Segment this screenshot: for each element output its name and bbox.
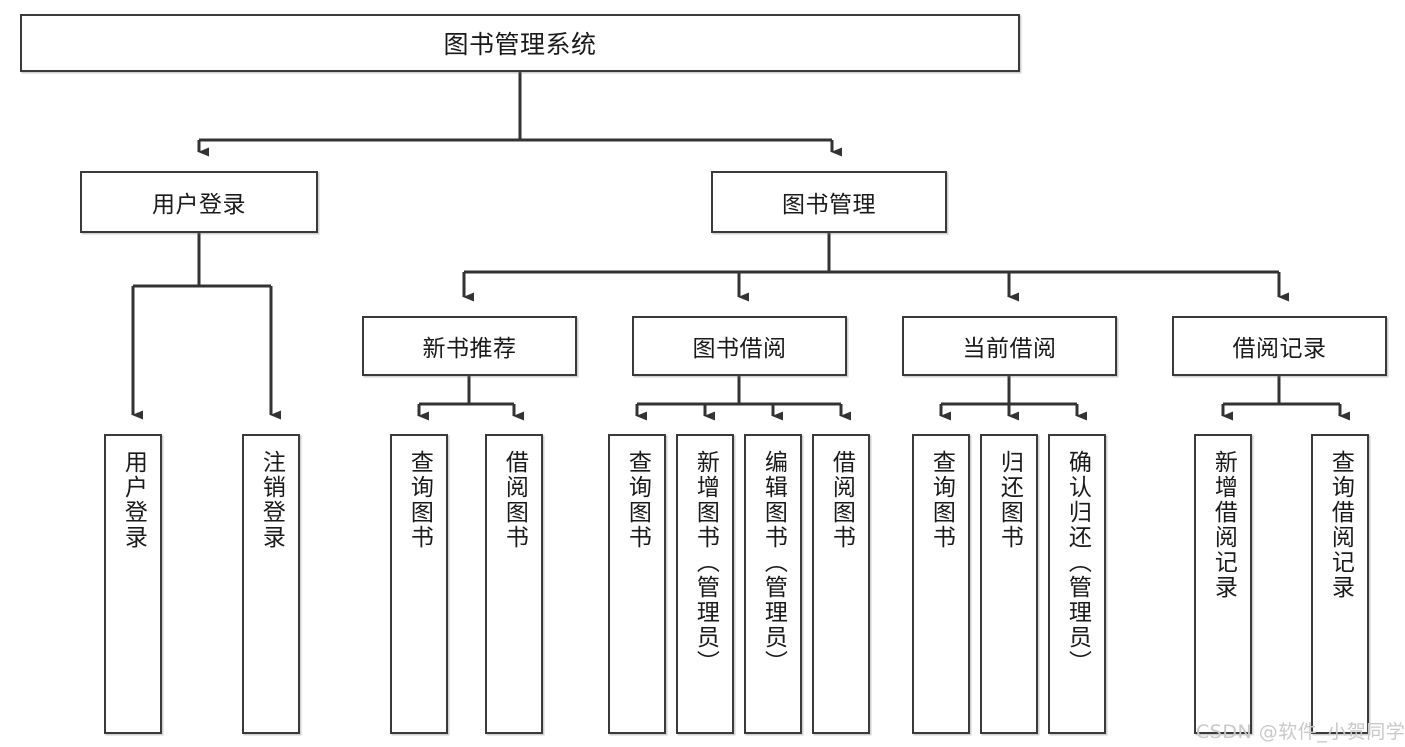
node-borrow-record[interactable]: 借阅记录 [1172, 316, 1387, 376]
leaf-query-record-label: 查询借阅记录 [1327, 450, 1354, 600]
leaf-user-login[interactable]: 用户登录 [104, 434, 162, 734]
leaf-query-book-2-label: 查询图书 [624, 450, 651, 550]
node-new-book-recommend-label: 新书推荐 [422, 336, 517, 362]
node-book-management-label: 图书管理 [782, 192, 876, 218]
leaf-borrow-book-2[interactable]: 借阅图书 [812, 434, 870, 734]
leaf-return-book[interactable]: 归还图书 [980, 434, 1038, 734]
leaf-borrow-book-1[interactable]: 借阅图书 [485, 434, 543, 734]
leaf-add-book-label: 新增图书（管理员） [692, 450, 719, 675]
node-user-login-label: 用户登录 [152, 192, 246, 218]
leaf-edit-book-label: 编辑图书（管理员） [760, 450, 787, 675]
leaf-logout-label: 注销登录 [258, 450, 285, 550]
csdn-watermark: CSDN @软件_小贺同学 [1196, 721, 1405, 743]
leaf-borrow-book-2-label: 借阅图书 [828, 450, 855, 550]
node-book-management[interactable]: 图书管理 [711, 171, 947, 233]
leaf-add-record[interactable]: 新增借阅记录 [1194, 434, 1252, 734]
leaf-borrow-book-1-label: 借阅图书 [501, 450, 528, 550]
leaf-user-login-label: 用户登录 [120, 450, 147, 550]
leaf-query-book-1-label: 查询图书 [406, 450, 433, 550]
node-new-book-recommend[interactable]: 新书推荐 [362, 316, 577, 376]
node-book-borrow-label: 图书借阅 [692, 336, 787, 362]
leaf-add-record-label: 新增借阅记录 [1210, 450, 1237, 600]
leaf-edit-book[interactable]: 编辑图书（管理员） [744, 434, 802, 734]
leaf-return-book-label: 归还图书 [996, 450, 1023, 550]
node-book-borrow[interactable]: 图书借阅 [632, 316, 847, 376]
leaf-query-record[interactable]: 查询借阅记录 [1311, 434, 1369, 734]
node-borrow-record-label: 借阅记录 [1232, 336, 1327, 362]
leaf-query-book-1[interactable]: 查询图书 [390, 434, 448, 734]
leaf-logout[interactable]: 注销登录 [242, 434, 300, 734]
leaf-query-book-3-label: 查询图书 [928, 450, 955, 550]
leaf-query-book-3[interactable]: 查询图书 [912, 434, 970, 734]
node-root-system-label: 图书管理系统 [443, 30, 597, 59]
leaf-confirm-return[interactable]: 确认归还（管理员） [1048, 434, 1106, 734]
leaf-add-book[interactable]: 新增图书（管理员） [676, 434, 734, 734]
node-current-borrow-label: 当前借阅 [962, 336, 1057, 362]
node-root-system[interactable]: 图书管理系统 [20, 14, 1020, 72]
leaf-confirm-return-label: 确认归还（管理员） [1064, 450, 1091, 675]
node-user-login[interactable]: 用户登录 [80, 171, 318, 233]
leaf-query-book-2[interactable]: 查询图书 [608, 434, 666, 734]
node-current-borrow[interactable]: 当前借阅 [902, 316, 1117, 376]
